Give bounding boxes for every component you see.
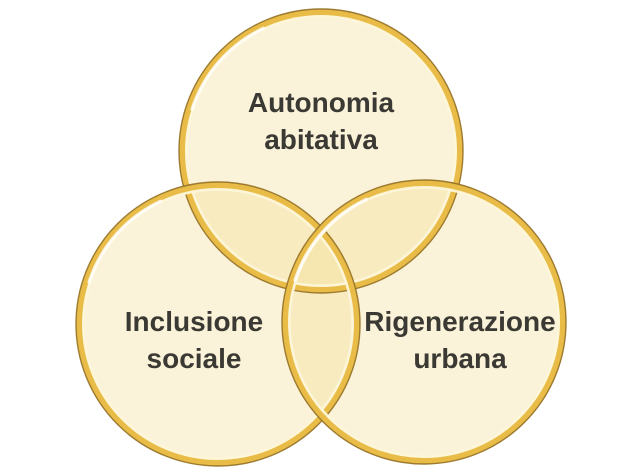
label-line: sociale — [146, 343, 242, 374]
label-line: urbana — [413, 343, 507, 374]
label-line: abitativa — [264, 124, 378, 155]
venn-rim-right-circle — [281, 179, 567, 465]
venn-rim-top-circle — [178, 8, 464, 294]
rim-outer-line — [75, 181, 361, 467]
rim-gold-band — [282, 180, 566, 464]
venn-label-rigenerazione-urbana: Rigenerazione urbana — [320, 303, 600, 377]
rim-outer-line — [281, 179, 567, 465]
venn-fill-right-circle — [285, 183, 563, 461]
rim-inner-glow — [81, 187, 355, 461]
venn-fills — [79, 12, 563, 463]
rim-outer-line — [178, 8, 464, 294]
rim-inner-glow — [287, 185, 561, 459]
venn-label-inclusione-sociale: Inclusione sociale — [54, 303, 334, 377]
venn-rim-left-circle — [75, 181, 361, 467]
rim-gold-band — [179, 9, 463, 293]
rim-inner-glow — [184, 14, 458, 288]
venn-fill-left-circle — [79, 185, 357, 463]
label-line: Inclusione — [124, 306, 264, 337]
venn-fill-top-circle — [182, 12, 460, 290]
venn-label-autonomia-abitativa: Autonomia abitativa — [181, 84, 461, 158]
label-line: Rigenerazione — [364, 306, 556, 337]
rim-gold-band — [76, 182, 360, 466]
label-line: Autonomia — [247, 87, 395, 118]
